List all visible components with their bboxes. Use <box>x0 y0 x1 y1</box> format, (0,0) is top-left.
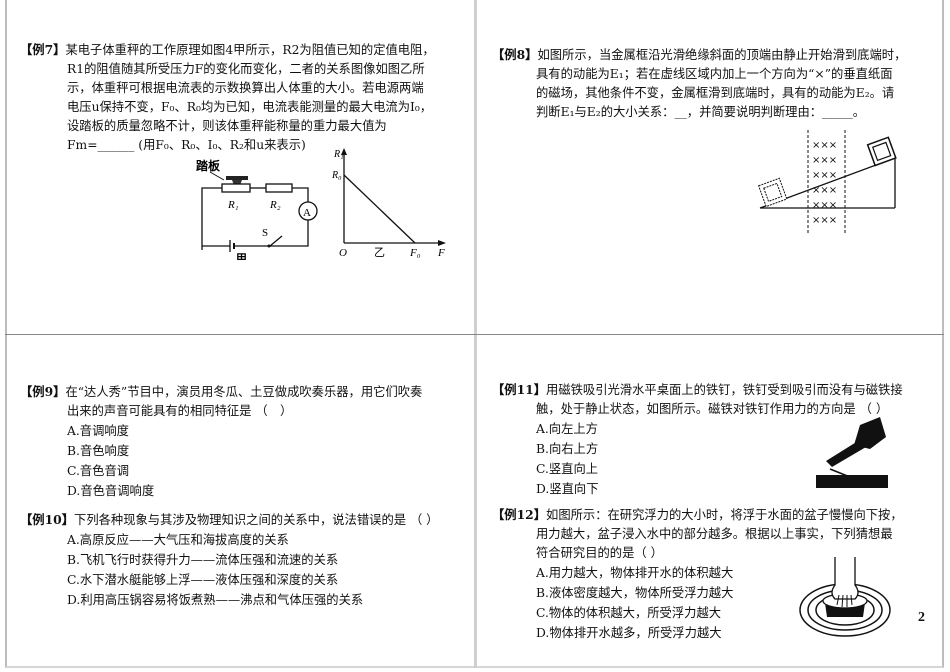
graph-caption: 乙 <box>374 246 385 259</box>
field-symbol-row: ××× <box>812 215 837 226</box>
question-text-line: 用磁铁吸引光滑水平桌面上的铁钉，铁钉受到吸引而没有与磁铁接 <box>546 383 903 397</box>
option-b: B.音色响度 <box>67 444 130 458</box>
question-text-line: 出来的声音可能具有的相同特征是 （ ） <box>67 404 293 418</box>
origin-label: O <box>339 247 347 259</box>
question-text-line: 如图所示：在研究浮力的大小时，将浮于水面的盆子慢慢向下按， <box>546 508 903 522</box>
question-10: 【例10】下列各种现象与其涉及物理知识之间的关系中，说法错误的是 （ ） A.高… <box>20 510 470 610</box>
question-9: 【例9】在“达人秀”节目中，演员用冬瓜、土豆做成吹奏乐器，用它们吹奏 出来的声音… <box>20 382 470 501</box>
question-text-line: 具有的动能为E₁；若在虚线区域内加上一个方向为“×”的垂直纸面 <box>536 67 893 81</box>
circuit-caption: 甲 <box>236 252 247 260</box>
option-c: C.物体的体积越大，所受浮力越大 <box>536 606 722 620</box>
question-12: 【例12】如图所示：在研究浮力的大小时，将浮于水面的盆子慢慢向下按， 用力越大，… <box>492 505 942 643</box>
circuit-diagram: 踏板 A S R₁ R₂ 甲 <box>196 158 318 260</box>
question-tag: 【例10】 <box>20 512 75 527</box>
question-text-line: Fm=______ (用F₀、R₀、I₀、R₂和u来表示) <box>67 138 306 152</box>
option-d: D.竖直向下 <box>536 482 599 496</box>
option-b: B.飞机飞行时获得升力——流体压强和流速的关系 <box>67 553 339 567</box>
horizontal-divider <box>5 334 944 335</box>
question-text-line: 符合研究目的的是（ ） <box>536 546 663 560</box>
option-d: D.物体排开水越多，所受浮力越大 <box>536 626 722 640</box>
ammeter-label: A <box>303 207 311 219</box>
x-intercept-label: F₀ <box>409 247 421 259</box>
question-text-line: 触，处于静止状态，如图所示。磁铁对铁钉作用力的方向是 （ ） <box>536 402 889 416</box>
question-text-line: 下列各种现象与其涉及物理知识之间的关系中，说法错误的是 （ ） <box>74 513 439 527</box>
question-tag: 【例9】 <box>20 384 66 399</box>
question-tag: 【例8】 <box>492 47 538 62</box>
option-a: A.用力越大，物体排开水的体积越大 <box>536 566 734 580</box>
field-symbol-row: ××× <box>812 140 837 151</box>
option-a: A.高原反应——大气压和海拔高度的关系 <box>67 533 289 547</box>
question-tag: 【例12】 <box>492 507 547 522</box>
option-b: B.液体密度越大，物体所受浮力越大 <box>536 586 734 600</box>
option-c: C.竖直向上 <box>536 462 599 476</box>
question-text-line: 判断E₁与E₂的大小关系：__，并简要说明判断理由：_____。 <box>536 105 866 119</box>
question-text-line: 某电子体重秤的工作原理如图4甲所示，R2为阻值已知的定值电阻， <box>65 43 435 57</box>
option-a: A.向左上方 <box>536 422 598 436</box>
magnet-nail-diagram <box>816 417 888 488</box>
question-8: 【例8】如图所示，当金属框沿光滑绝缘斜面的顶端由静止开始滑到底端时， 具有的动能… <box>492 45 942 122</box>
switch-label: S <box>262 227 268 239</box>
r1-label: R₁ <box>227 199 239 211</box>
y-axis-label: R₁ <box>333 149 344 160</box>
option-a: A.音调响度 <box>67 424 129 438</box>
field-symbol-row: ××× <box>812 200 837 211</box>
floating-basin-diagram <box>799 557 891 637</box>
question-tag: 【例7】 <box>20 42 66 57</box>
question-7: 【例7】某电子体重秤的工作原理如图4甲所示，R2为阻值已知的定值电阻， R1的阻… <box>20 40 470 155</box>
question-text-line: 电压u保持不变，F₀、R₀均为已知，电流表能测量的最大电流为I₀， <box>67 100 433 114</box>
option-d: D.利用高压锅容易将饭煮熟——沸点和气体压强的关系 <box>67 593 364 607</box>
question-text-line: 设踏板的质量忽略不计，则该体重秤能称量的重力最大值为 <box>67 119 387 133</box>
page-number: 2 <box>918 610 925 625</box>
option-b: B.向右上方 <box>536 442 599 456</box>
question-text-line: 用力越大，盆子浸入水中的部分越多。根据以上事实，下列猜想最 <box>536 527 893 541</box>
question-text-line: 的磁场，其他条件不变，金属框滑到底端时，具有的动能为E₂。请 <box>536 86 895 100</box>
field-symbol-row: ××× <box>812 170 837 181</box>
option-d: D.音色音调响度 <box>67 484 155 498</box>
pedal-label: 踏板 <box>196 158 221 173</box>
question-tag: 【例11】 <box>492 382 547 397</box>
question-text-line: 如图所示，当金属框沿光滑绝缘斜面的顶端由静止开始滑到底端时， <box>537 48 907 62</box>
question-11: 【例11】用磁铁吸引光滑水平桌面上的铁钉，铁钉受到吸引而没有与磁铁接 触，处于静… <box>492 380 942 499</box>
x-axis-label: F <box>437 247 445 259</box>
question-text-line: R1的阻值随其所受压力F的变化而变化，二者的关系图像如图乙所 <box>67 62 425 76</box>
r2-label: R₂ <box>269 199 281 211</box>
field-symbol-row: ××× <box>812 185 837 196</box>
r1-vs-f-graph: R₁ R₀ O 乙 F₀ F <box>331 148 446 259</box>
y-intercept-label: R₀ <box>331 170 342 181</box>
field-symbol-row: ××× <box>812 155 837 166</box>
question-text-line: 示，体重秤可根据电流表的示数换算出人体重的大小。若电源两端 <box>67 81 424 95</box>
option-c: C.音色音调 <box>67 464 130 478</box>
incline-magnetic-field-diagram: ××× ××× ××× ××× ××× ××× <box>757 130 897 235</box>
question-text-line: 在“达人秀”节目中，演员用冬瓜、土豆做成吹奏乐器，用它们吹奏 <box>65 385 423 399</box>
option-c: C.水下潜水艇能够上浮——液体压强和深度的关系 <box>67 573 339 587</box>
